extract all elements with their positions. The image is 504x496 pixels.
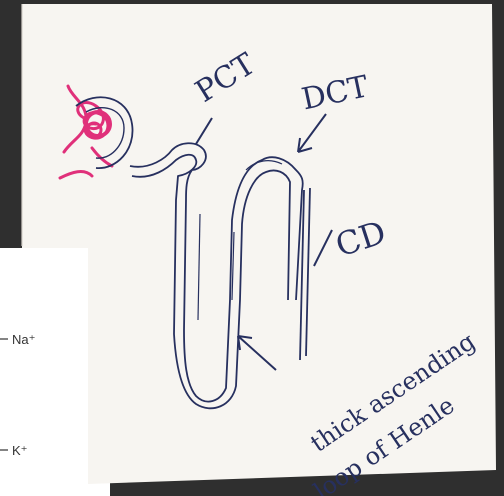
svg-text:K⁺: K⁺ [12,443,28,458]
svg-text:Na⁺: Na⁺ [12,332,35,347]
